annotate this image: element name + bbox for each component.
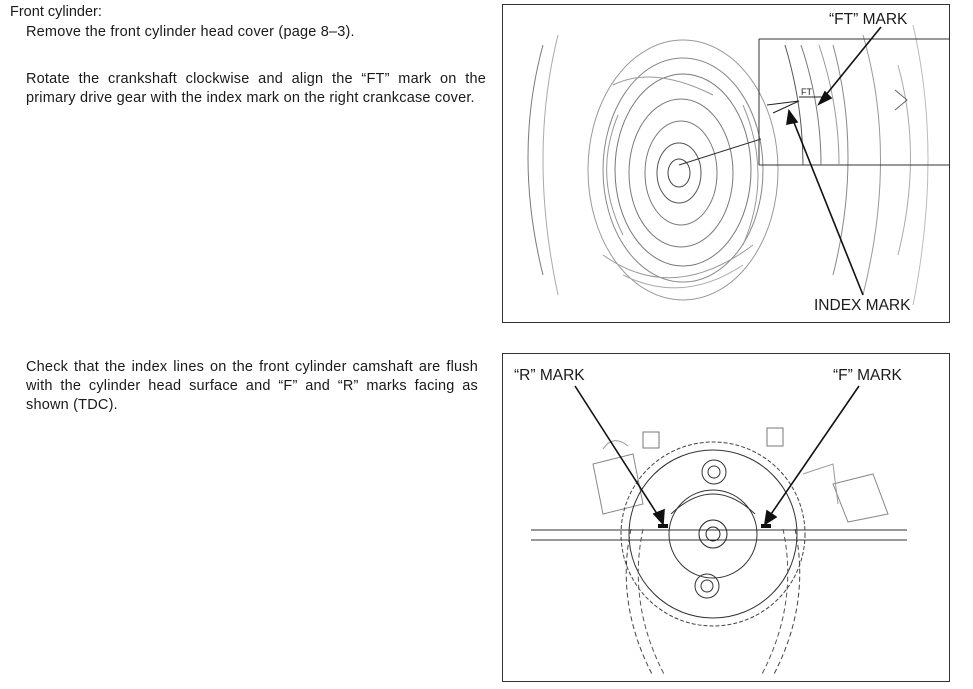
camshaft-illustration — [531, 385, 907, 677]
figure-ft-mark: FT “FT” MARK INDEX MARK — [502, 4, 950, 323]
step-rotate-crankshaft: Rotate the crankshaft clockwise and alig… — [26, 71, 486, 106]
section-heading: Front cylinder: — [10, 4, 102, 20]
f-mark-label: “F” MARK — [833, 367, 902, 384]
step-remove-cover: Remove the front cylinder head cover (pa… — [26, 24, 355, 40]
figure-camshaft-marks: “R” MARK “F” MARK — [502, 353, 950, 682]
step-check-camshaft: Check that the index lines on the front … — [26, 359, 478, 413]
index-mark-label: INDEX MARK — [814, 297, 911, 314]
r-mark-label: “R” MARK — [514, 367, 585, 384]
crankshaft-illustration: FT — [527, 24, 949, 306]
gear-ft-inscription: FT — [801, 87, 812, 97]
ft-mark-label: “FT” MARK — [829, 11, 908, 28]
